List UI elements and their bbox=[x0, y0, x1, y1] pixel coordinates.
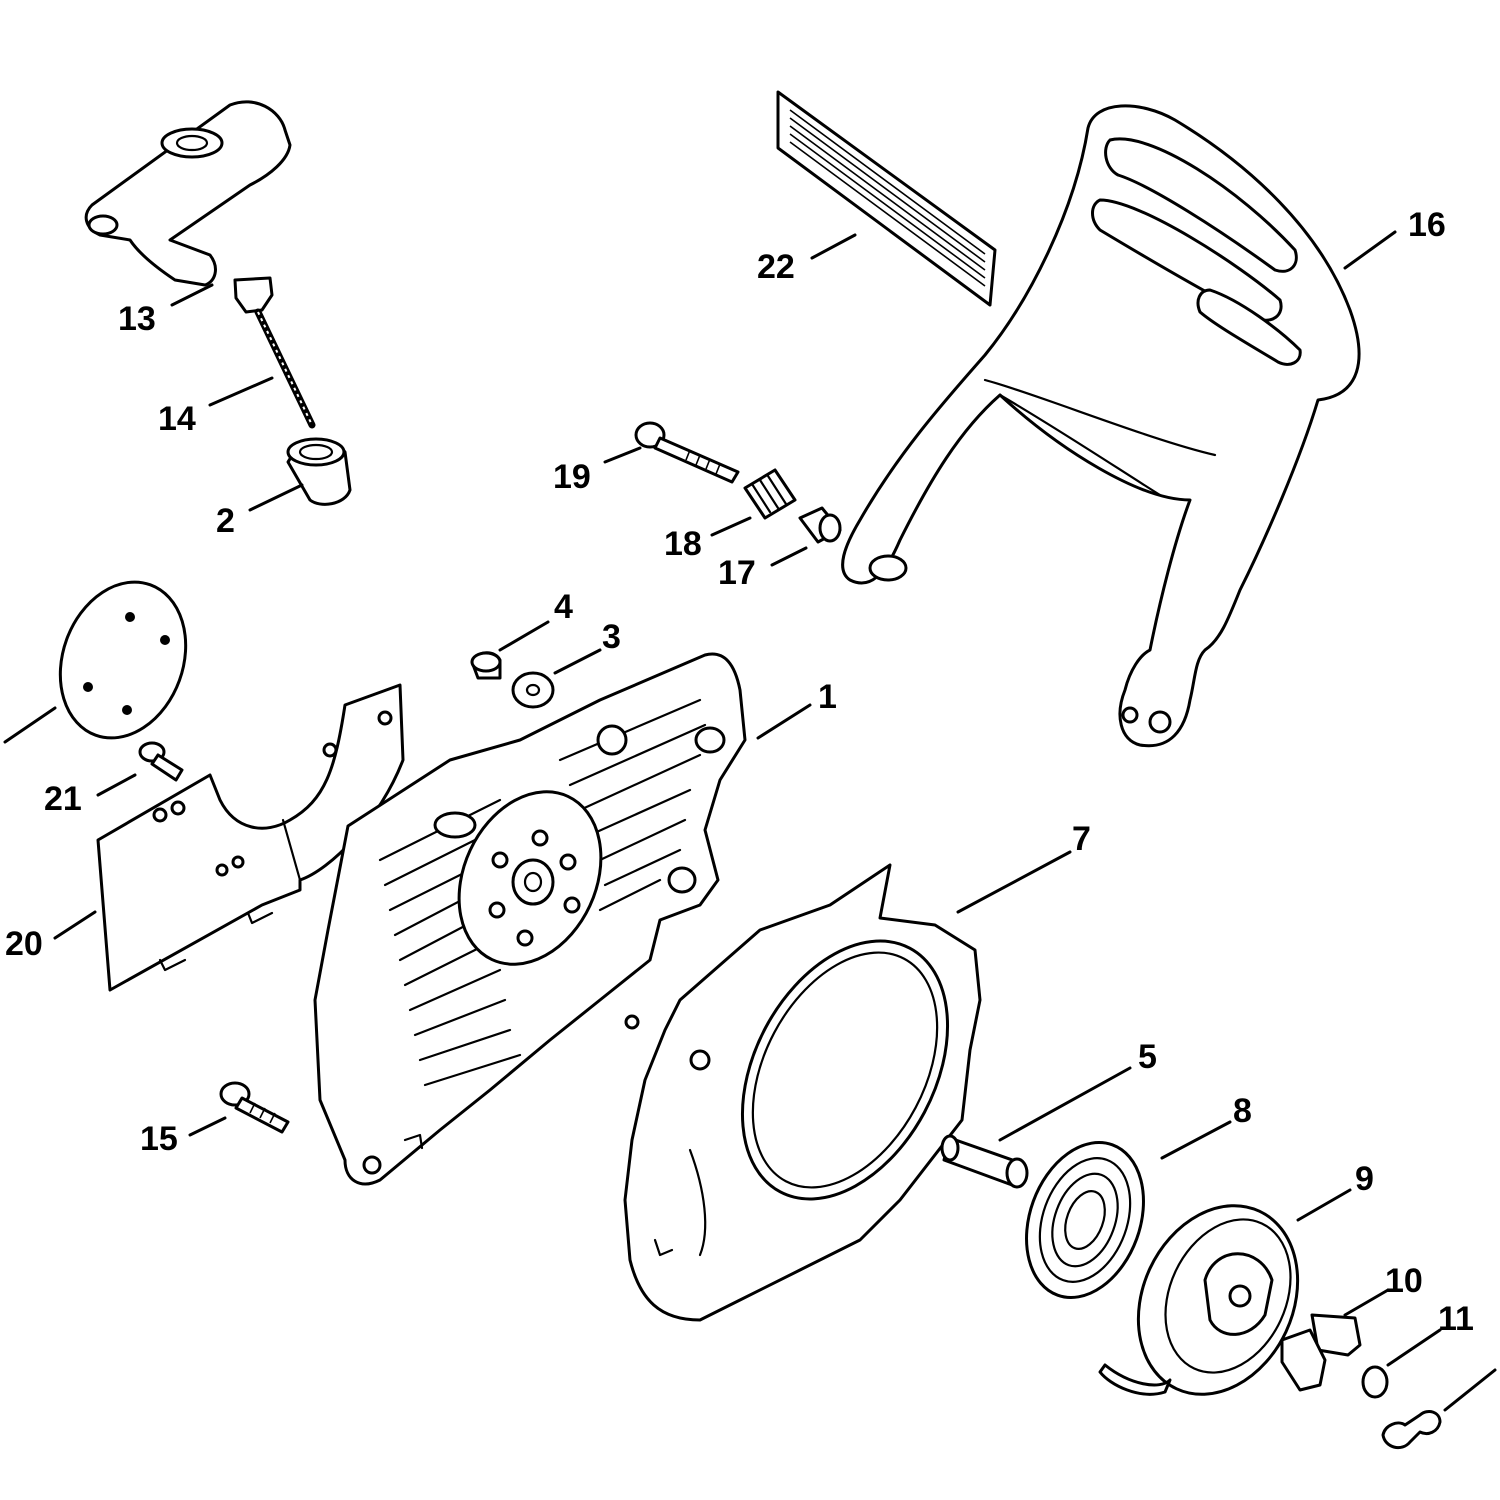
callout-8: 8 bbox=[1233, 1092, 1252, 1130]
callout-17: 17 bbox=[718, 554, 756, 592]
part-11-spring-clip bbox=[1361, 1365, 1389, 1399]
part-21-screw bbox=[138, 741, 184, 782]
callout-1: 1 bbox=[818, 678, 837, 716]
leader-lines bbox=[3, 230, 1497, 1412]
callout-4: 4 bbox=[554, 588, 573, 626]
callout-20: 20 bbox=[5, 925, 43, 963]
part-9-rope-rotor bbox=[1098, 1204, 1300, 1396]
callout-21: 21 bbox=[44, 780, 82, 818]
part-19-bolt bbox=[634, 421, 740, 484]
part-7-fan-housing bbox=[623, 863, 982, 1322]
part-5-spindle bbox=[940, 1134, 1029, 1189]
part-4-collar-nut bbox=[470, 651, 502, 680]
callout-18: 18 bbox=[664, 525, 702, 563]
part-16-hand-guard bbox=[841, 104, 1361, 748]
callout-2: 2 bbox=[216, 502, 235, 540]
retainer bbox=[1381, 1410, 1442, 1450]
callout-22: 22 bbox=[757, 248, 795, 286]
part-8-rewind-spring bbox=[1025, 1141, 1145, 1299]
callout-5: 5 bbox=[1138, 1038, 1157, 1076]
callout-10: 10 bbox=[1385, 1262, 1423, 1300]
part-17-sleeve bbox=[798, 506, 842, 544]
callout-13: 13 bbox=[118, 300, 156, 338]
callout-14: 14 bbox=[158, 400, 196, 438]
callout-19: 19 bbox=[553, 458, 591, 496]
part-1-sprocket-cover bbox=[313, 652, 747, 1186]
part-10-pawl bbox=[1280, 1313, 1362, 1392]
callout-15: 15 bbox=[140, 1120, 178, 1158]
callout-16: 16 bbox=[1408, 206, 1446, 244]
part-13-starter-grip bbox=[84, 100, 292, 314]
part-15-screw bbox=[219, 1081, 290, 1134]
part-3-washer bbox=[511, 671, 555, 709]
part-2-rope-guide bbox=[286, 437, 352, 506]
part-14-starter-rope bbox=[254, 308, 316, 429]
part-22-decal bbox=[776, 90, 997, 307]
callout-7: 7 bbox=[1072, 820, 1091, 858]
callout-3: 3 bbox=[602, 618, 621, 656]
round-plate bbox=[58, 580, 188, 740]
callout-11: 11 bbox=[1438, 1300, 1474, 1338]
part-18-spring bbox=[743, 468, 797, 520]
callout-9: 9 bbox=[1355, 1160, 1374, 1198]
